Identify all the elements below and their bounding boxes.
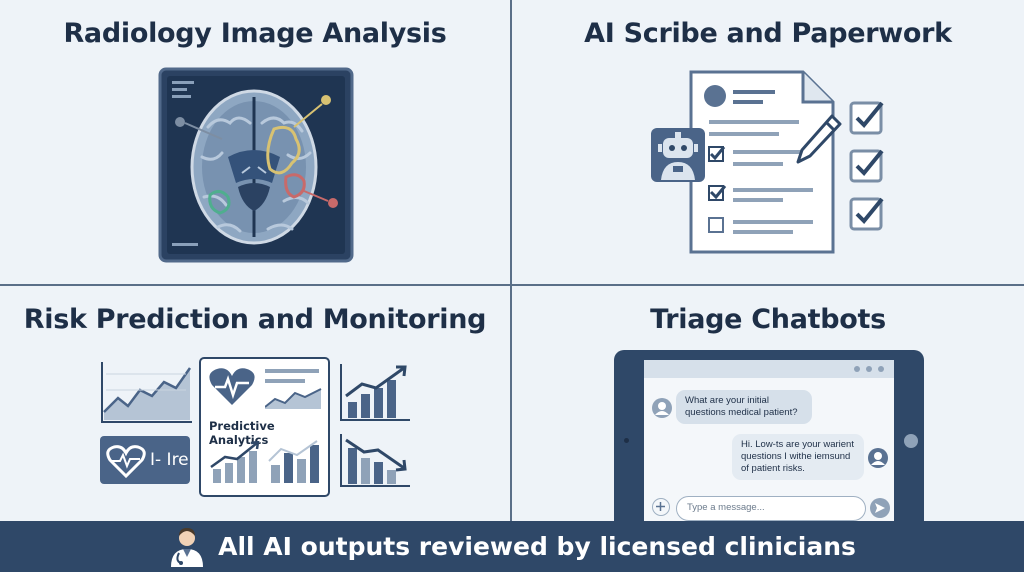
- summary-line: [265, 369, 319, 373]
- window-dot: [866, 366, 872, 372]
- checkbox-icon: [708, 146, 726, 162]
- heart-rate-label: I- Ire: [150, 450, 189, 470]
- tablet-camera: [624, 438, 629, 443]
- panel-title-triage: Triage Chatbots: [650, 304, 886, 335]
- plus-icon: [656, 502, 665, 511]
- bar-chart-icon: [210, 441, 260, 483]
- panel-risk: Risk Prediction and Monitoring I- Ire Pr…: [0, 286, 510, 521]
- mini-area-chart-icon: [265, 388, 322, 409]
- line-chart-icon: [101, 362, 192, 423]
- predictive-analytics-card: Predictive Analytics: [199, 357, 330, 497]
- panel-triage: Triage Chatbots What are your initial qu…: [512, 286, 1024, 521]
- panel-radiology: Radiology Image Analysis: [0, 0, 510, 284]
- brain-scan-icon: [158, 67, 354, 263]
- footer-text: All AI outputs reviewed by licensed clin…: [218, 532, 856, 561]
- bot-avatar-icon: [652, 398, 672, 418]
- document-icon: [689, 70, 835, 254]
- panel-title-risk: Risk Prediction and Monitoring: [23, 304, 487, 335]
- footer-banner: All AI outputs reviewed by licensed clin…: [0, 521, 1024, 572]
- user-avatar-icon: [868, 448, 888, 468]
- trend-down-chart-icon: [340, 434, 410, 487]
- send-button[interactable]: [870, 498, 890, 518]
- user-message-bubble: Hi. Low-ts are your warient questions I …: [732, 434, 864, 480]
- chat-header-bar: [644, 360, 894, 378]
- message-input[interactable]: Type a message...: [676, 496, 866, 521]
- bar-chart-icon: [268, 440, 319, 483]
- attach-button[interactable]: [652, 498, 670, 516]
- vertical-divider: [510, 0, 512, 521]
- heart-pulse-icon: [106, 445, 146, 478]
- panel-title-scribe: AI Scribe and Paperwork: [584, 18, 952, 49]
- pencil-icon: [796, 114, 842, 164]
- window-dot: [854, 366, 860, 372]
- panel-scribe: AI Scribe and Paperwork: [512, 0, 1024, 284]
- tablet-frame: What are your initial questions medical …: [614, 350, 924, 521]
- send-icon: [875, 503, 885, 513]
- chat-screen: What are your initial questions medical …: [644, 360, 894, 521]
- panel-title-radiology: Radiology Image Analysis: [63, 18, 447, 49]
- doctor-icon: [171, 527, 204, 567]
- heart-icon: [209, 368, 255, 405]
- heart-rate-card: I- Ire: [100, 436, 190, 484]
- bot-message-bubble: What are your initial questions medical …: [676, 390, 812, 424]
- window-dot: [878, 366, 884, 372]
- horizontal-divider: [0, 284, 1024, 286]
- checklist-icon: [849, 101, 884, 231]
- tablet-home-button: [904, 434, 918, 448]
- trend-up-chart-icon: [340, 364, 410, 421]
- summary-line: [265, 379, 305, 383]
- robot-icon: [651, 128, 705, 182]
